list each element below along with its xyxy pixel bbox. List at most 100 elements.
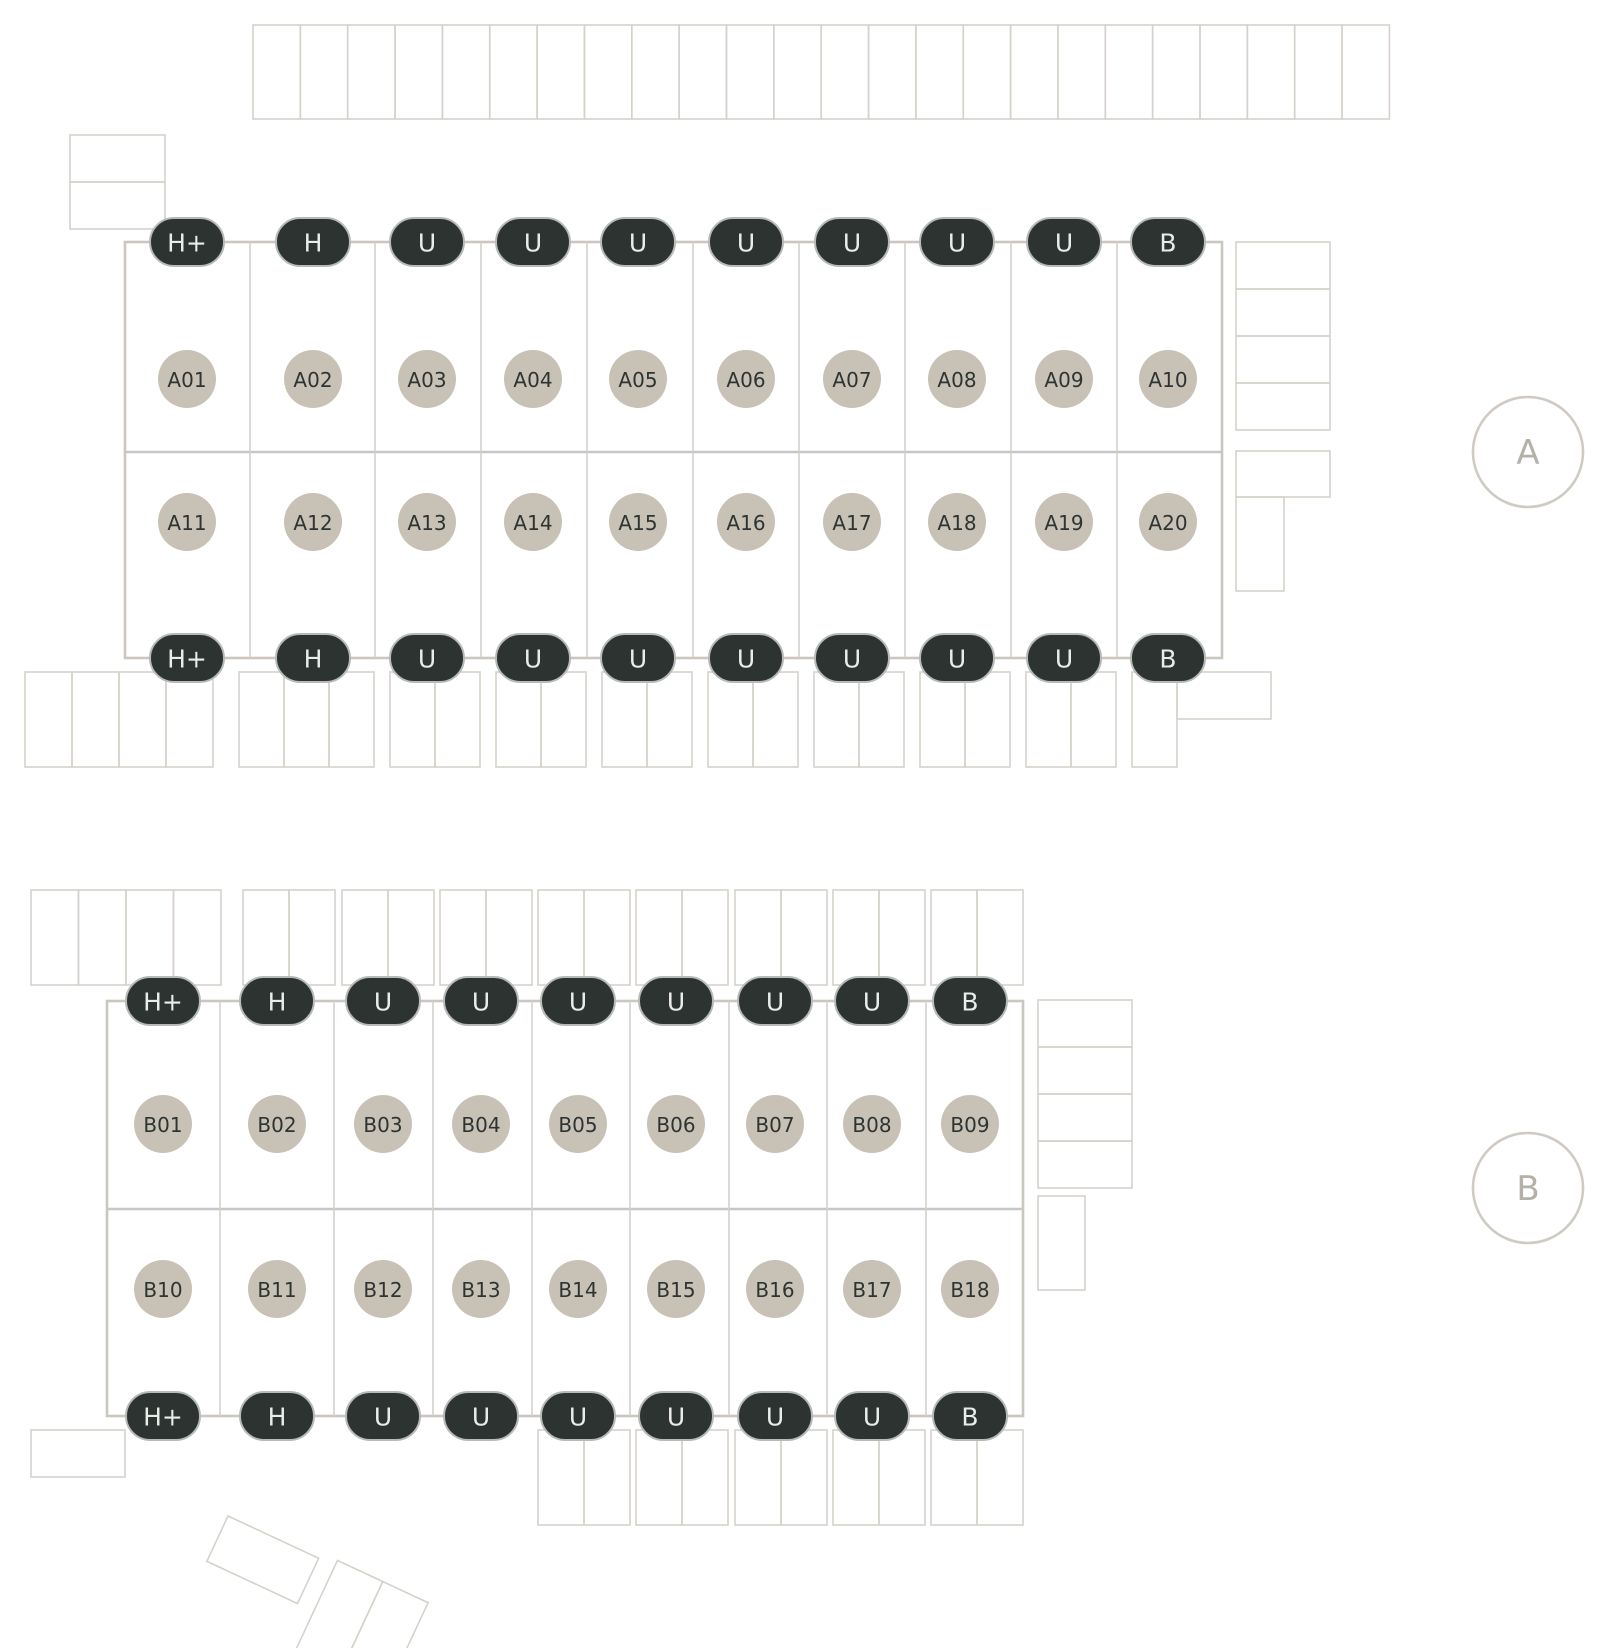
unit-marker[interactable]: A11 [158, 493, 216, 551]
unit-marker[interactable]: A03 [398, 350, 456, 408]
unit-marker[interactable]: A18 [928, 493, 986, 551]
unit-type-tag-shape [834, 1391, 910, 1441]
unit-number: B11 [257, 1278, 296, 1302]
parking-space [387, 889, 435, 986]
unit-type-tag[interactable]: H+ [149, 217, 225, 267]
unit-number: B05 [558, 1113, 597, 1137]
parking-space [205, 1514, 320, 1605]
unit-marker[interactable]: A16 [717, 493, 775, 551]
unit-type-tag[interactable]: U [389, 217, 465, 267]
unit-type-tag[interactable]: U [638, 1391, 714, 1441]
unit-type-tag[interactable]: U [345, 976, 421, 1026]
unit-marker[interactable]: B06 [647, 1095, 705, 1153]
unit-marker[interactable]: B11 [248, 1260, 306, 1318]
unit-marker[interactable]: B03 [354, 1095, 412, 1153]
block-a-marker-label: A [1516, 433, 1539, 473]
unit-type-tag[interactable]: B [1130, 633, 1206, 683]
unit-marker[interactable]: B04 [452, 1095, 510, 1153]
parking-space [71, 671, 120, 768]
unit-marker[interactable]: A12 [284, 493, 342, 551]
unit-type-tag[interactable]: H [239, 1391, 315, 1441]
unit-marker[interactable]: A13 [398, 493, 456, 551]
unit-type-tag[interactable]: U [919, 633, 995, 683]
unit-type-tag[interactable]: U [443, 976, 519, 1026]
unit-marker[interactable]: B16 [746, 1260, 804, 1318]
unit-marker[interactable]: A06 [717, 350, 775, 408]
parking-space [1293, 24, 1343, 120]
unit-type-tag[interactable]: B [932, 1391, 1008, 1441]
unit-marker[interactable]: B14 [549, 1260, 607, 1318]
unit-marker[interactable]: A04 [504, 350, 562, 408]
unit-type-tag[interactable]: U [834, 1391, 910, 1441]
parking-space [681, 1429, 729, 1526]
unit-marker[interactable]: A10 [1139, 350, 1197, 408]
unit-type-tag[interactable]: B [932, 976, 1008, 1026]
unit-marker[interactable]: B01 [134, 1095, 192, 1153]
unit-type-tag[interactable]: H+ [125, 976, 201, 1026]
unit-type-tag[interactable]: H [275, 633, 351, 683]
unit-type-tag[interactable]: U [540, 1391, 616, 1441]
unit-number: A14 [513, 511, 552, 535]
unit-type-tag[interactable]: U [600, 217, 676, 267]
unit-type-tag[interactable]: U [495, 633, 571, 683]
unit-marker[interactable]: B18 [941, 1260, 999, 1318]
unit-marker[interactable]: B17 [843, 1260, 901, 1318]
unit-marker[interactable]: B02 [248, 1095, 306, 1153]
unit-marker[interactable]: B15 [647, 1260, 705, 1318]
unit-marker[interactable]: B09 [941, 1095, 999, 1153]
unit-type-tag[interactable]: U [345, 1391, 421, 1441]
unit-type-tag[interactable]: U [737, 976, 813, 1026]
parking-space [734, 889, 782, 986]
unit-type-tag[interactable]: U [1026, 217, 1102, 267]
unit-marker[interactable]: A14 [504, 493, 562, 551]
unit-marker-circle [549, 1260, 607, 1318]
unit-type-tag[interactable]: U [495, 217, 571, 267]
unit-type-tag[interactable]: U [389, 633, 465, 683]
unit-type-tag[interactable]: H [275, 217, 351, 267]
parking-space [832, 889, 880, 986]
unit-type-tag-shape [932, 1391, 1008, 1441]
unit-type-tag[interactable]: U [814, 217, 890, 267]
unit-marker[interactable]: A19 [1035, 493, 1093, 551]
unit-marker[interactable]: B07 [746, 1095, 804, 1153]
unit-type-tag-label: U [418, 229, 436, 258]
unit-marker[interactable]: A07 [823, 350, 881, 408]
unit-type-tag[interactable]: H+ [149, 633, 225, 683]
unit-marker[interactable]: A15 [609, 493, 667, 551]
parking-space [813, 671, 860, 768]
unit-type-tag[interactable]: U [1026, 633, 1102, 683]
unit-marker[interactable]: A01 [158, 350, 216, 408]
unit-marker[interactable]: A02 [284, 350, 342, 408]
unit-type-tag[interactable]: U [638, 976, 714, 1026]
unit-marker[interactable]: A09 [1035, 350, 1093, 408]
unit-type-tag[interactable]: B [1130, 217, 1206, 267]
unit-type-tag[interactable]: U [919, 217, 995, 267]
unit-marker[interactable]: A17 [823, 493, 881, 551]
unit-type-tag[interactable]: U [443, 1391, 519, 1441]
unit-type-tag[interactable]: H [239, 976, 315, 1026]
unit-type-tag[interactable]: U [737, 1391, 813, 1441]
unit-type-tag-shape [737, 976, 813, 1026]
unit-type-tag[interactable]: U [708, 217, 784, 267]
unit-marker-circle [928, 350, 986, 408]
unit-marker[interactable]: B05 [549, 1095, 607, 1153]
unit-marker[interactable]: A05 [609, 350, 667, 408]
unit-type-tag[interactable]: U [814, 633, 890, 683]
unit-type-tag[interactable]: U [600, 633, 676, 683]
unit-type-tag-label: U [374, 988, 392, 1017]
parking-space [878, 1429, 926, 1526]
unit-marker[interactable]: B12 [354, 1260, 412, 1318]
unit-type-tag[interactable]: U [834, 976, 910, 1026]
block-b-marker[interactable]: B [1471, 1131, 1585, 1245]
unit-type-tag[interactable]: U [708, 633, 784, 683]
unit-marker[interactable]: A08 [928, 350, 986, 408]
unit-type-tag[interactable]: U [540, 976, 616, 1026]
unit-marker[interactable]: A20 [1139, 493, 1197, 551]
block-a-marker[interactable]: A [1471, 395, 1585, 509]
unit-marker[interactable]: B10 [134, 1260, 192, 1318]
unit-marker[interactable]: B13 [452, 1260, 510, 1318]
unit-type-tag-label: B [961, 988, 978, 1017]
unit-type-tag[interactable]: H+ [125, 1391, 201, 1441]
unit-marker-circle [398, 350, 456, 408]
unit-marker[interactable]: B08 [843, 1095, 901, 1153]
